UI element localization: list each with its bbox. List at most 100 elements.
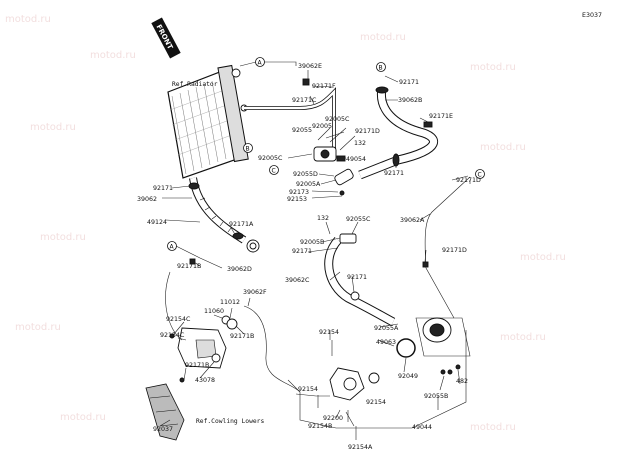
hose-39062F [243,305,301,393]
label-43078: 43078 [195,377,215,384]
label-92171: 92171 [384,170,404,177]
label-92200: 92200 [323,415,343,422]
svg-text:C: C [478,172,482,179]
clamp-92171B [189,258,196,265]
label-92173: 92173 [289,189,309,196]
label-92171F: 92171F [312,83,336,90]
radiator-fins-cross [169,87,238,156]
label-49054: 49054 [346,156,366,163]
label-92154A: 92154A [348,444,373,451]
label-92005C: 92005C [258,155,283,162]
front-badge-box [151,17,181,59]
label-92154: 92154 [366,399,386,406]
label-92037: 92037 [153,426,173,433]
thermostat-49054 [320,149,330,159]
label-92005C: 92005C [325,116,350,123]
label-39062: 39062 [137,196,157,203]
hose-39062D [165,271,183,341]
label-92005A: 92005A [296,181,321,188]
bolt-482 [455,364,461,370]
water-pump [317,317,471,440]
clamp-92171 [375,86,389,94]
label-39062C: 39062C [285,277,310,284]
label-49124: 49124 [147,219,167,226]
label-92171: 92171 [292,248,312,255]
label-92055C: 92055C [346,216,371,223]
watermark-text: motod.ru [15,322,61,333]
radiator [167,64,249,179]
label-92049: 92049 [398,373,418,380]
label-92005B: 92005B [300,239,324,246]
clamp-92171 [188,182,200,190]
diagram-code: E3037 [582,12,602,19]
radiator-fins [171,77,235,175]
label-92171B: 92171B [185,362,209,369]
cowling-bracket-92037 [145,383,185,441]
label-92055B: 92055B [424,393,448,400]
radiator-cap [231,68,241,78]
label-92171A: 92171A [229,221,254,228]
hose-39062E [244,87,336,150]
label-92171D: 92171D [355,128,380,135]
reserve-tank [169,315,238,383]
label-92171: 92171 [153,185,173,192]
clamp-92171D [422,261,429,268]
label-11060: 11060 [204,308,224,315]
label-92055: 92055 [292,127,312,134]
svg-text:A: A [170,244,175,251]
label-39062A: 39062A [400,217,425,224]
label-39062F: 39062F [243,289,267,296]
watermark-text: motod.ru [5,14,51,25]
watermark-text: motod.ru [30,122,76,133]
gasket-11012 [226,318,238,330]
hose-ribs [199,197,232,233]
label-92154C: 92154C [160,332,185,339]
label-92154: 92154 [319,329,339,336]
label-49063: 49063 [376,339,396,346]
ref-radiator-label: Ref.Radiator [172,81,218,88]
label-92153: 92153 [287,196,307,203]
front-badge: FRONT [151,17,181,59]
watermark-text: motod.ru [470,422,516,433]
watermark-text: motod.ru [60,412,106,423]
label-92171B: 92171B [230,333,254,340]
marker-b2: B [376,62,386,72]
hose-39062A [424,176,471,319]
label-92171D: 92171D [442,247,467,254]
label-39062D: 39062D [227,266,252,273]
label-132: 132 [317,215,329,222]
oring-92049 [396,338,416,358]
watermark-layer: motod.ru motod.ru motod.ru motod.ru moto… [5,14,566,433]
watermark-text: motod.ru [520,252,566,263]
clamp-92171 [350,291,360,301]
label-92171: 92171 [347,274,367,281]
seal-92200 [368,372,380,384]
watermark-text: motod.ru [470,62,516,73]
clamp-92171A [232,232,244,240]
svg-text:C: C [272,168,276,175]
watermark-text: motod.ru [500,332,546,343]
fitting-92005B [339,233,357,244]
label-92154: 92154 [298,386,318,393]
part-labels: 39062E 92171F 92171C 92005C 92005 92055 … [137,63,481,451]
marker-c1: C [269,165,279,175]
thermostat-body [334,168,354,186]
svg-text:B: B [379,65,383,72]
label-132: 132 [354,140,366,147]
label-92154B: 92154B [308,423,332,430]
watermark-text: motod.ru [480,142,526,153]
leader-lines [159,61,471,429]
impeller [343,377,357,391]
marker-c2: C [475,169,485,179]
label-482: 482 [456,378,468,385]
label-92171C: 92171C [292,97,317,104]
label-49044: 49044 [412,424,432,431]
hose-39062 [189,177,247,244]
marker-a2: A [167,241,177,251]
thermostat-housing [313,146,354,196]
watermark-text: motod.ru [40,232,86,243]
svg-text:A: A [258,60,263,67]
pin-92055B [440,369,446,375]
